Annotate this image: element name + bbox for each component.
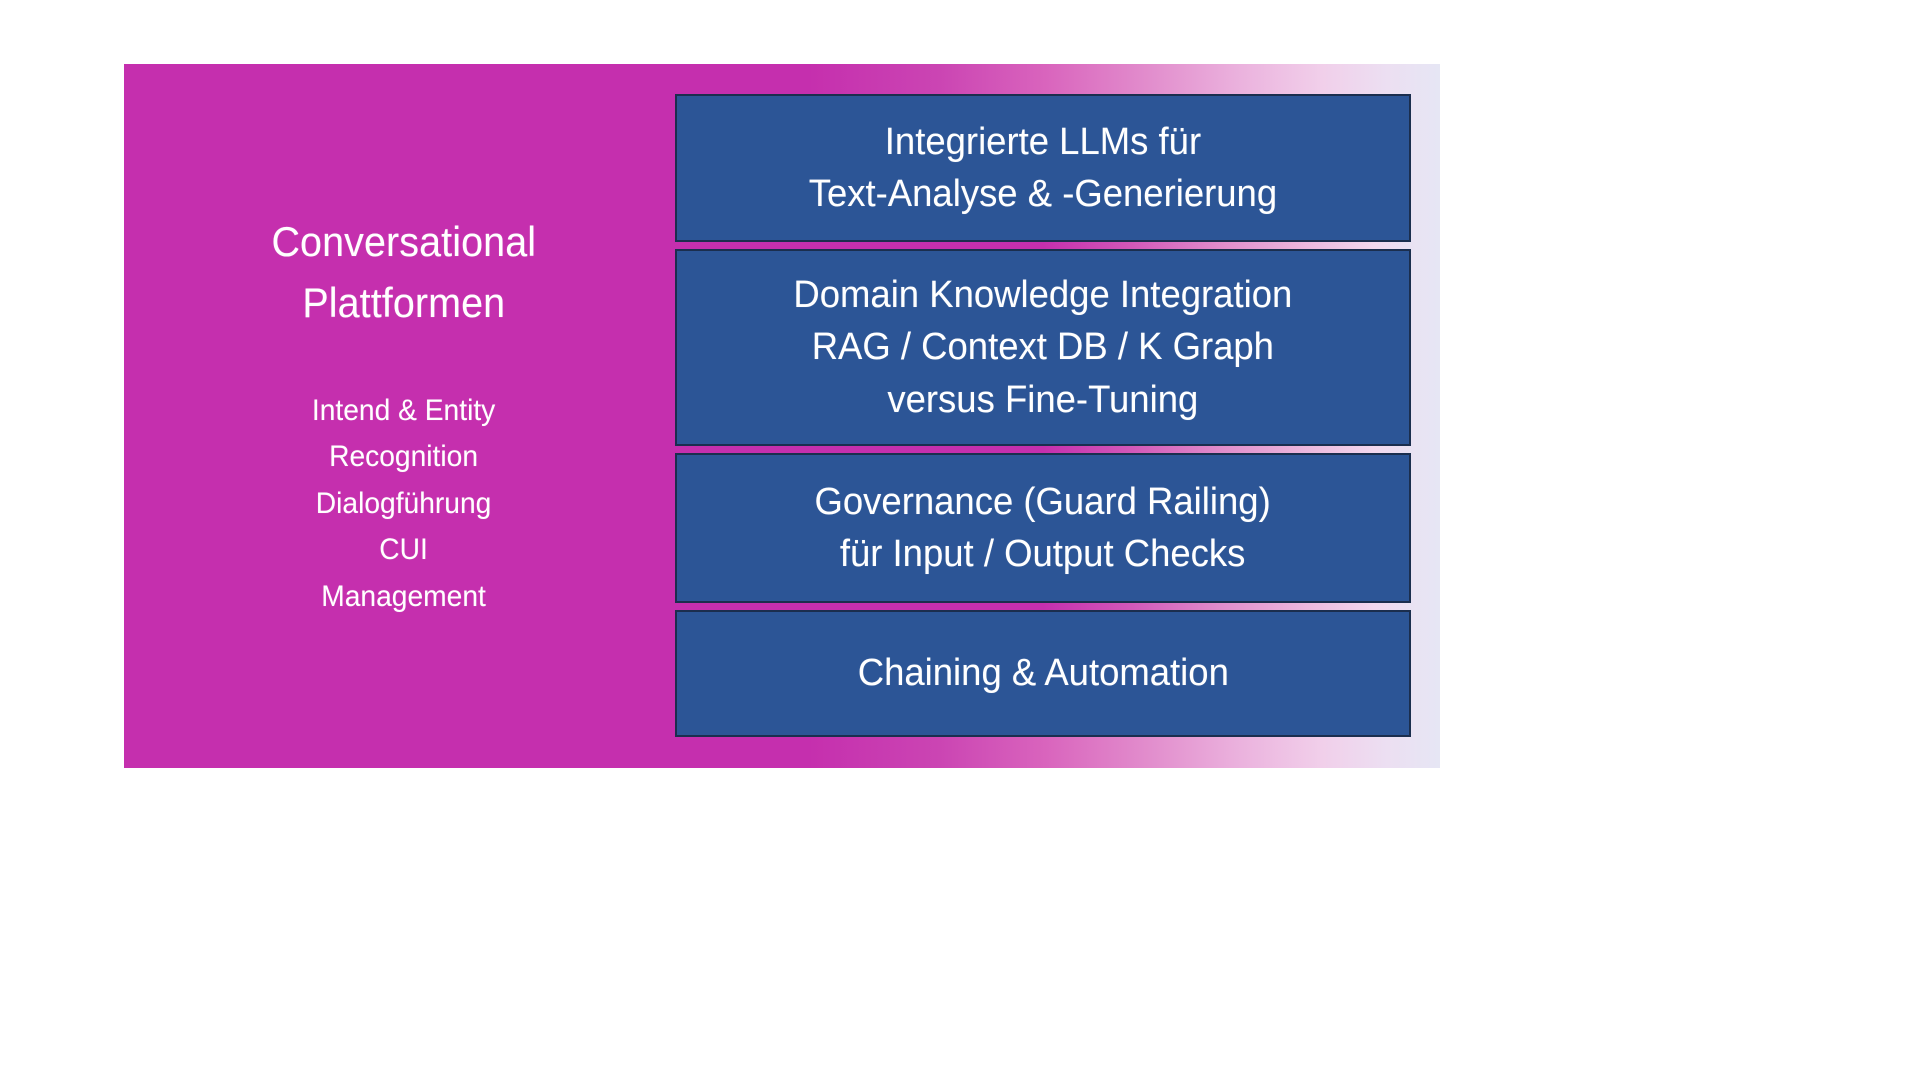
capability-box-label: Chaining & Automation: [857, 652, 1229, 695]
capability-box-llm[interactable]: Integrierte LLMs für Text-Analyse & -Gen…: [675, 94, 1411, 242]
capability-box-governance[interactable]: Governance (Guard Railing) für Input / O…: [675, 453, 1411, 603]
left-text-column: Conversational Plattformen Intend & Enti…: [134, 64, 674, 768]
panel-title: Conversational Plattformen: [271, 217, 537, 326]
box-separator: [675, 446, 1411, 453]
panel-subtitle-list: Intend & Entity Recognition Dialogführun…: [312, 393, 496, 613]
capability-box-chaining[interactable]: Chaining & Automation: [675, 610, 1411, 737]
capability-box-label: Integrierte LLMs für Text-Analyse & -Gen…: [808, 120, 1278, 215]
box-separator: [675, 603, 1411, 610]
box-separator: [675, 242, 1411, 249]
capability-box-stack: Integrierte LLMs für Text-Analyse & -Gen…: [675, 94, 1411, 737]
capability-box-label: Domain Knowledge Integration RAG / Conte…: [793, 273, 1293, 421]
magenta-gradient-panel: Conversational Plattformen Intend & Enti…: [124, 64, 1440, 768]
capability-box-domain-knowledge[interactable]: Domain Knowledge Integration RAG / Conte…: [675, 249, 1411, 446]
capability-box-label: Governance (Guard Railing) für Input / O…: [814, 480, 1272, 575]
